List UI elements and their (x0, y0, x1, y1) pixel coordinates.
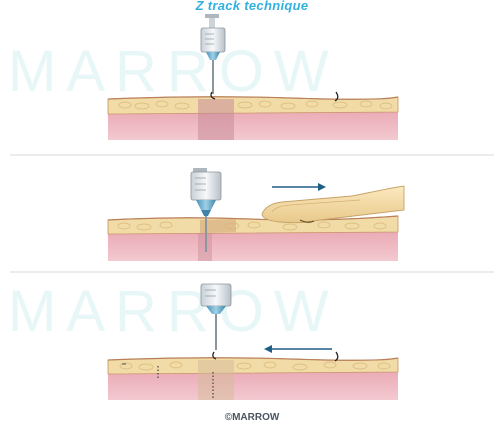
panel-2-muscle (108, 231, 398, 261)
panel-3-release (107, 283, 399, 400)
panel-1-tract (198, 99, 234, 140)
copyright-label: ©MARROW (224, 412, 280, 423)
panel-1-injection (107, 14, 399, 140)
panel-3-dotted-tracks (157, 366, 214, 398)
panel-1-syringe (200, 14, 226, 94)
panel-1-skin-mark (334, 91, 339, 102)
panel-2-displacement (107, 168, 405, 261)
panel-3-arrow-left (264, 345, 332, 353)
panel-3-skin-mark (334, 351, 339, 362)
panel-1-muscle (108, 110, 398, 140)
panel-3-fat-cells (119, 361, 391, 371)
panel-2-arrow-right (272, 183, 326, 191)
panel-3-syringe (200, 283, 232, 350)
panel-1-fat-cells (118, 100, 393, 110)
panel-2-tract (200, 219, 236, 233)
watermark-bottom: MARROW (8, 279, 339, 344)
diagram-title: Z track technique (195, 0, 309, 13)
panel-3-tract (198, 360, 234, 400)
panel-2-finger (261, 185, 405, 224)
panel-2-syringe (190, 168, 222, 252)
watermark-top: MARROW (8, 39, 339, 104)
panel-3-muscle (108, 370, 398, 400)
